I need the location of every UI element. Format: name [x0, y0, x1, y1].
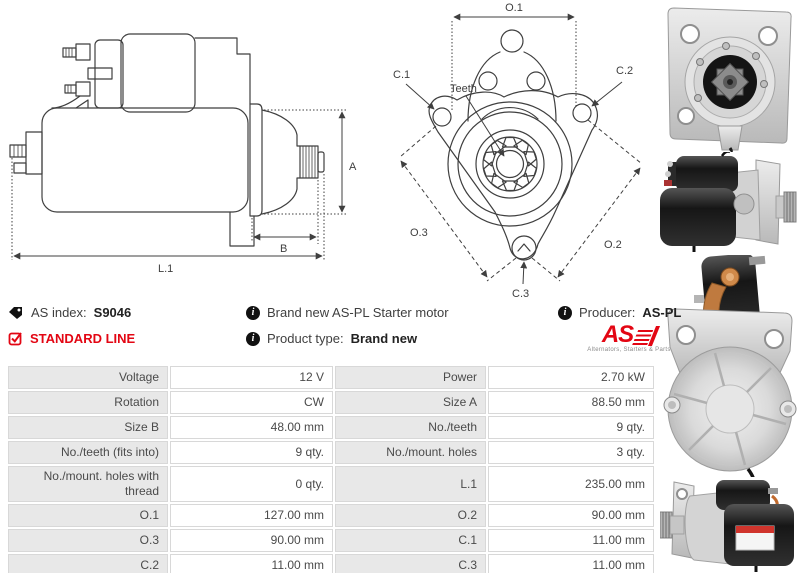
mount-hole-c2 [572, 103, 592, 123]
dim-label-o3: O.3 [410, 227, 428, 239]
spec-value: 90.00 mm [488, 504, 654, 527]
flange-outline [428, 90, 598, 260]
spec-table: Voltage 12 V Power 2.70 kW Rotation CW S… [8, 366, 654, 573]
dim-label-a: A [349, 161, 357, 173]
info-icon: i [246, 331, 260, 346]
spec-label: Size B [8, 416, 168, 439]
tag-icon [9, 306, 22, 319]
product-photo-rear-view [663, 255, 797, 477]
spec-label: C.3 [335, 554, 486, 573]
spec-value: 90.00 mm [170, 529, 333, 552]
as-pl-logo: AS Alternators, Starters & Parts [586, 321, 672, 354]
spec-label: Rotation [8, 391, 168, 414]
spec-value: 11.00 mm [488, 529, 654, 552]
dim-label-l1: L.1 [158, 263, 173, 275]
producer-label: Producer: [579, 305, 636, 320]
as-index-row: AS index: S9046 [8, 305, 131, 320]
spec-value: 0 qty. [170, 466, 333, 502]
spec-label: No./mount. holes with thread [8, 466, 168, 502]
as-index-value: S9046 [93, 305, 132, 320]
spec-value: 9 qty. [488, 416, 654, 439]
leader-c1 [405, 83, 435, 110]
spec-label: Size A [335, 391, 486, 414]
spec-label: Power [335, 366, 486, 389]
spec-value: 12 V [170, 366, 333, 389]
spec-label: C.2 [8, 554, 168, 573]
product-description: Brand new AS-PL Starter motor [267, 305, 449, 320]
spec-label: No./mount. holes [335, 441, 486, 464]
teeth-label: Teeth [450, 83, 477, 95]
dim-label-b: B [280, 243, 287, 255]
drive-end-outline [261, 109, 301, 147]
leader-teeth [465, 95, 505, 157]
spec-label: No./teeth (fits into) [8, 441, 168, 464]
spec-label: No./teeth [335, 416, 486, 439]
spec-value: 3 qty. [488, 441, 654, 464]
dim-label-o1: O.1 [505, 2, 523, 14]
spec-label: O.3 [8, 529, 168, 552]
standard-line-label: STANDARD LINE [30, 331, 136, 346]
crown-outline [467, 51, 501, 122]
spec-label: L.1 [335, 466, 486, 502]
solenoid-cap-outline [94, 39, 124, 109]
motor-body-outline [41, 107, 249, 213]
dim-label-c3: C.3 [512, 288, 529, 300]
checked-checkbox-icon [8, 332, 22, 346]
spec-value: 88.50 mm [488, 391, 654, 414]
dim-line-o2 [557, 167, 641, 278]
mount-hole-c1 [432, 107, 452, 127]
spec-label: O.2 [335, 504, 486, 527]
motor-body-photo [660, 188, 736, 246]
as-logo-text: AS [601, 321, 634, 348]
product-photo-side-view-2 [660, 480, 794, 572]
spec-value: 235.00 mm [488, 466, 654, 502]
info-icon: i [246, 305, 260, 320]
as-logo-tagline: Alternators, Starters & Parts [587, 347, 671, 353]
dim-line-o3 [400, 160, 488, 278]
spec-label: Voltage [8, 366, 168, 389]
producer-row: i Producer: AS-PL [558, 305, 681, 320]
spec-label: O.1 [8, 504, 168, 527]
shaft-hole [495, 149, 525, 179]
spec-value: CW [170, 391, 333, 414]
description-row: i Brand new AS-PL Starter motor [246, 305, 449, 320]
dim-label-c1: C.1 [393, 69, 410, 81]
side-view-technical-drawing: A B L.1 [9, 33, 357, 275]
standard-line-row: STANDARD LINE [8, 331, 135, 346]
spec-value: 2.70 kW [488, 366, 654, 389]
spec-value: 127.00 mm [170, 504, 333, 527]
leader-c3 [520, 261, 528, 285]
solenoid-outline [120, 33, 196, 113]
front-view-technical-drawing: O.1 C.1 C.2 Teeth O.3 O.2 C.3 [393, 2, 643, 300]
leader-c2 [591, 81, 623, 107]
mount-hole-c3 [511, 235, 537, 261]
product-type-value: Brand new [350, 331, 418, 346]
producer-value: AS-PL [642, 305, 682, 320]
dim-label-c2: C.2 [616, 65, 633, 77]
spec-value: 48.00 mm [170, 416, 333, 439]
product-type-row: i Product type: Brand new [246, 331, 417, 346]
info-icon: i [558, 305, 572, 320]
spec-value: 11.00 mm [170, 554, 333, 573]
as-index-label: AS index: [31, 305, 87, 320]
foot-outline [229, 211, 255, 247]
product-photo-front-view [667, 7, 792, 152]
product-photo-side-view [660, 152, 797, 252]
dim-label-o2: O.2 [604, 239, 622, 251]
bracket-outline [249, 103, 263, 217]
spec-value: 9 qty. [170, 441, 333, 464]
pinion-star [710, 62, 750, 102]
spec-value: 11.00 mm [488, 554, 654, 573]
solenoid-photo [716, 480, 770, 510]
product-type-label: Product type: [267, 331, 344, 346]
gear-teeth [481, 136, 539, 192]
solenoid-photo [676, 156, 738, 192]
spec-label: C.1 [335, 529, 486, 552]
